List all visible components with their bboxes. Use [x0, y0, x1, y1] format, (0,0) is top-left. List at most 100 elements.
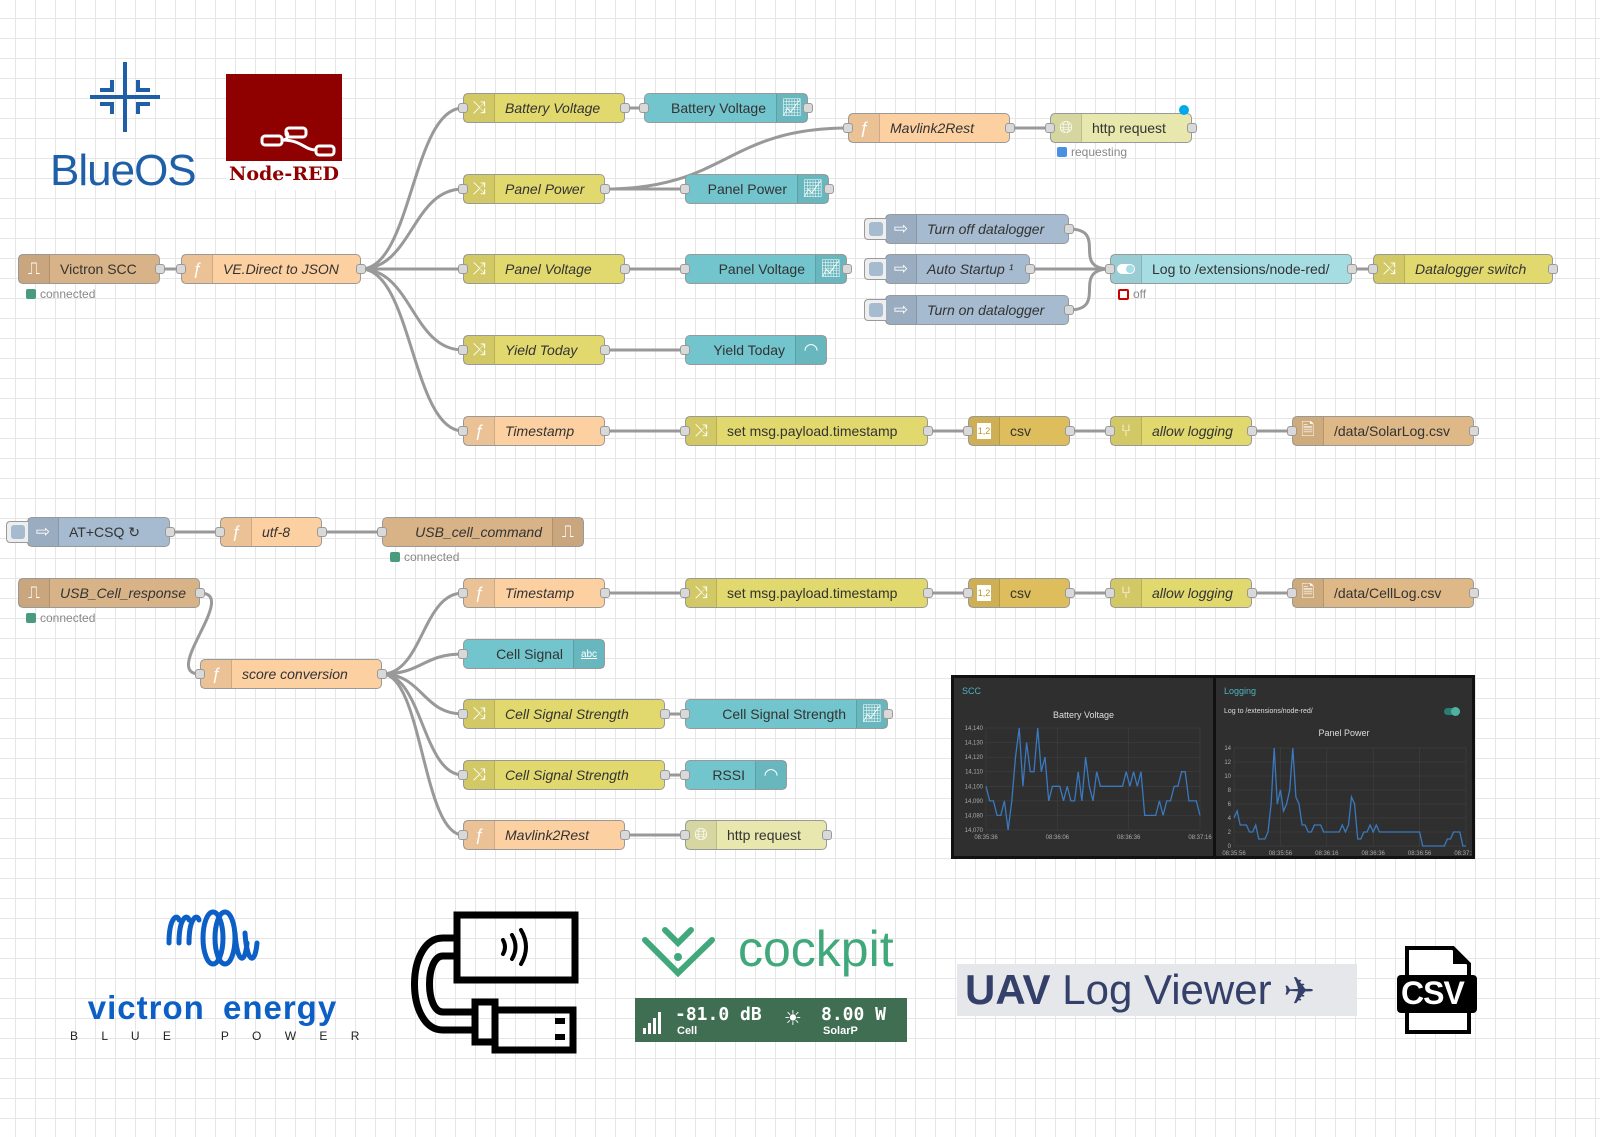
input-port[interactable]: [377, 527, 387, 537]
output-port[interactable]: [1025, 264, 1035, 274]
input-port[interactable]: [963, 426, 973, 436]
datalogger-switch-node[interactable]: ⤨ Datalogger switch: [1368, 254, 1558, 284]
output-port[interactable]: [1064, 305, 1074, 315]
inject-button[interactable]: [864, 258, 886, 280]
cell-signal-text-node[interactable]: Cell Signal abc: [458, 639, 605, 669]
input-port[interactable]: [458, 184, 468, 194]
output-port[interactable]: [883, 709, 893, 719]
input-port[interactable]: [458, 426, 468, 436]
output-port[interactable]: [195, 588, 205, 598]
rssi-gauge-node[interactable]: RSSI ◠: [680, 760, 787, 790]
turn-off-datalogger-node[interactable]: ⇨ Turn off datalogger: [864, 214, 1074, 244]
output-port[interactable]: [660, 709, 670, 719]
output-port[interactable]: [165, 527, 175, 537]
input-port[interactable]: [963, 588, 973, 598]
wire[interactable]: [186, 591, 214, 676]
wire[interactable]: [381, 652, 464, 676]
input-port[interactable]: [458, 345, 468, 355]
input-port[interactable]: [458, 264, 468, 274]
input-port[interactable]: [458, 709, 468, 719]
inject-button[interactable]: [864, 218, 886, 240]
output-port[interactable]: [1469, 426, 1479, 436]
logging-switch-toggle[interactable]: [1444, 707, 1460, 716]
input-port[interactable]: [680, 184, 690, 194]
http-request-node[interactable]: 🌐︎ http request: [1045, 105, 1197, 143]
input-port[interactable]: [458, 103, 468, 113]
output-port[interactable]: [155, 264, 165, 274]
panel-power-chart-node[interactable]: Panel Power 📈︎: [680, 174, 834, 204]
http-request-node-2[interactable]: 🌐︎ http request: [680, 820, 832, 850]
output-port[interactable]: [822, 830, 832, 840]
input-port[interactable]: [1287, 588, 1297, 598]
input-port[interactable]: [680, 588, 690, 598]
auto-startup-node[interactable]: ⇨ Auto Startup ¹: [864, 254, 1035, 284]
input-port[interactable]: [1105, 588, 1115, 598]
inject-button[interactable]: [6, 521, 28, 543]
wire[interactable]: [360, 106, 464, 271]
file-out-node[interactable]: 🗎︎ /data/SolarLog.csv: [1287, 416, 1479, 446]
input-port[interactable]: [458, 588, 468, 598]
input-port[interactable]: [458, 649, 468, 659]
input-port[interactable]: [195, 669, 205, 679]
output-port[interactable]: [1065, 588, 1075, 598]
input-port[interactable]: [639, 103, 649, 113]
output-port[interactable]: [620, 830, 630, 840]
input-port[interactable]: [680, 709, 690, 719]
output-port[interactable]: [1247, 426, 1257, 436]
input-port[interactable]: [680, 345, 690, 355]
input-port[interactable]: [458, 830, 468, 840]
csv-node[interactable]: 1,2 csv: [963, 416, 1075, 446]
output-port[interactable]: [1065, 426, 1075, 436]
output-port[interactable]: [356, 264, 366, 274]
output-port[interactable]: [923, 426, 933, 436]
output-port[interactable]: [1187, 123, 1197, 133]
output-port[interactable]: [803, 103, 813, 113]
output-port[interactable]: [620, 264, 630, 274]
usb-cell-command-node[interactable]: USB_cell_command ⎍: [377, 517, 584, 547]
output-port[interactable]: [600, 588, 610, 598]
output-port[interactable]: [377, 669, 387, 679]
allow-logging-node-2[interactable]: ⑂ allow logging: [1105, 578, 1257, 608]
input-port[interactable]: [680, 830, 690, 840]
output-port[interactable]: [923, 588, 933, 598]
wire[interactable]: [604, 126, 849, 191]
panel-power-change-node[interactable]: ⤨ Panel Power: [458, 174, 610, 204]
allow-logging-node[interactable]: ⑂ allow logging: [1105, 416, 1257, 446]
input-port[interactable]: [1368, 264, 1378, 274]
output-port[interactable]: [1347, 264, 1357, 274]
wire[interactable]: [360, 267, 464, 352]
yield-today-change-node[interactable]: ⤨ Yield Today: [458, 335, 610, 365]
input-port[interactable]: [458, 770, 468, 780]
yield-today-gauge-node[interactable]: Yield Today ◠: [680, 335, 827, 365]
output-port[interactable]: [317, 527, 327, 537]
wire[interactable]: [381, 672, 464, 837]
wire[interactable]: [360, 187, 464, 271]
cell-signal-strength-change-node-1[interactable]: ⤨ Cell Signal Strength: [458, 699, 670, 729]
input-port[interactable]: [1287, 426, 1297, 436]
wire[interactable]: [1068, 227, 1111, 271]
output-port[interactable]: [1548, 264, 1558, 274]
csv-node-2[interactable]: 1,2 csv: [963, 578, 1075, 608]
output-port[interactable]: [600, 184, 610, 194]
victron-scc-node[interactable]: ⎍ Victron SCC: [18, 254, 165, 284]
log-toggle-node[interactable]: Log to /extensions/node-red/: [1105, 254, 1357, 284]
output-port[interactable]: [600, 345, 610, 355]
output-port[interactable]: [620, 103, 630, 113]
turn-on-datalogger-node[interactable]: ⇨ Turn on datalogger: [864, 295, 1074, 325]
set-timestamp-node[interactable]: ⤨ set msg.payload.timestamp: [680, 416, 933, 446]
input-port[interactable]: [1105, 426, 1115, 436]
output-port[interactable]: [842, 264, 852, 274]
input-port[interactable]: [215, 527, 225, 537]
wire[interactable]: [381, 591, 464, 676]
input-port[interactable]: [1105, 264, 1115, 274]
battery-voltage-change-node[interactable]: ⤨ Battery Voltage: [458, 93, 630, 123]
input-port[interactable]: [680, 426, 690, 436]
wire[interactable]: [1068, 267, 1111, 312]
file-out-node-2[interactable]: 🗎︎ /data/CellLog.csv: [1287, 578, 1479, 608]
mavlink2rest-node-2[interactable]: ƒ Mavlink2Rest: [458, 820, 630, 850]
panel-voltage-change-node[interactable]: ⤨ Panel Voltage: [458, 254, 630, 284]
output-port[interactable]: [660, 770, 670, 780]
score-conversion-node[interactable]: ƒ score conversion: [195, 659, 387, 689]
cell-signal-strength-chart-node[interactable]: Cell Signal Strength 📈︎: [680, 699, 893, 729]
mavlink2rest-node[interactable]: ƒ Mavlink2Rest: [843, 113, 1015, 143]
